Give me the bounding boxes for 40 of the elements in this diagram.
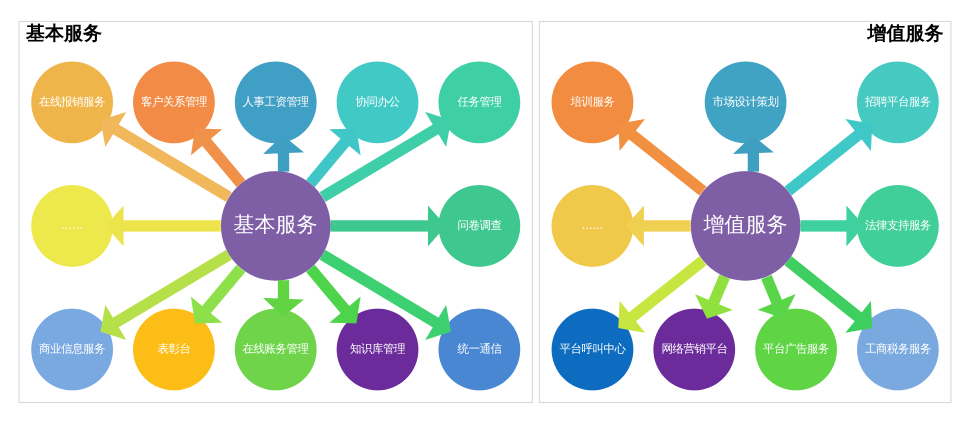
node-circle: 在线账务管理 bbox=[234, 308, 317, 390]
node-circle: 客户关系管理 bbox=[133, 61, 215, 144]
node-circle: 招聘平台服务 bbox=[856, 61, 939, 144]
node-circle: ...... bbox=[552, 185, 634, 267]
arrow bbox=[626, 205, 691, 246]
node-circle: 市场设计策划 bbox=[704, 61, 786, 144]
arrow bbox=[190, 264, 246, 324]
node-circle: 培训服务 bbox=[552, 61, 634, 144]
node-circle: 基本服务 bbox=[220, 171, 331, 281]
node-circle: 在线报销服务 bbox=[31, 61, 114, 144]
arrow bbox=[306, 264, 361, 324]
node-circle: 网络营销平台 bbox=[653, 308, 736, 390]
arrow bbox=[784, 256, 872, 333]
node-circle: 问卷调查 bbox=[438, 185, 520, 267]
node-circle: ...... bbox=[31, 185, 114, 267]
node-circle: 表彰台 bbox=[133, 308, 215, 390]
node-circle: 任务管理 bbox=[438, 61, 520, 144]
node-circle: 法律支持服务 bbox=[856, 185, 939, 267]
arrow bbox=[100, 250, 232, 340]
arrow bbox=[320, 250, 452, 340]
arrow bbox=[263, 280, 304, 317]
node-circle: 平台广告服务 bbox=[755, 308, 837, 390]
arrow bbox=[100, 112, 232, 202]
node-circle: 协同办公 bbox=[336, 61, 418, 144]
node-circle: 工商税务服务 bbox=[856, 308, 939, 390]
arrow bbox=[190, 128, 246, 188]
node-circle: 增值服务 bbox=[690, 171, 800, 281]
arrow bbox=[320, 112, 452, 202]
arrow bbox=[306, 128, 361, 188]
arrow bbox=[784, 119, 872, 196]
arrow bbox=[758, 274, 796, 318]
node-circle: 平台呼叫中心 bbox=[552, 308, 634, 390]
arrow bbox=[618, 256, 706, 333]
node-circle: 知识库管理 bbox=[336, 308, 418, 390]
node-circle: 商业信息服务 bbox=[31, 308, 114, 390]
arrow bbox=[800, 205, 864, 246]
arrow bbox=[695, 274, 733, 319]
node-circle: 统一通信 bbox=[438, 308, 520, 390]
node-circle: 人事工资管理 bbox=[234, 61, 317, 144]
arrow bbox=[618, 118, 706, 196]
